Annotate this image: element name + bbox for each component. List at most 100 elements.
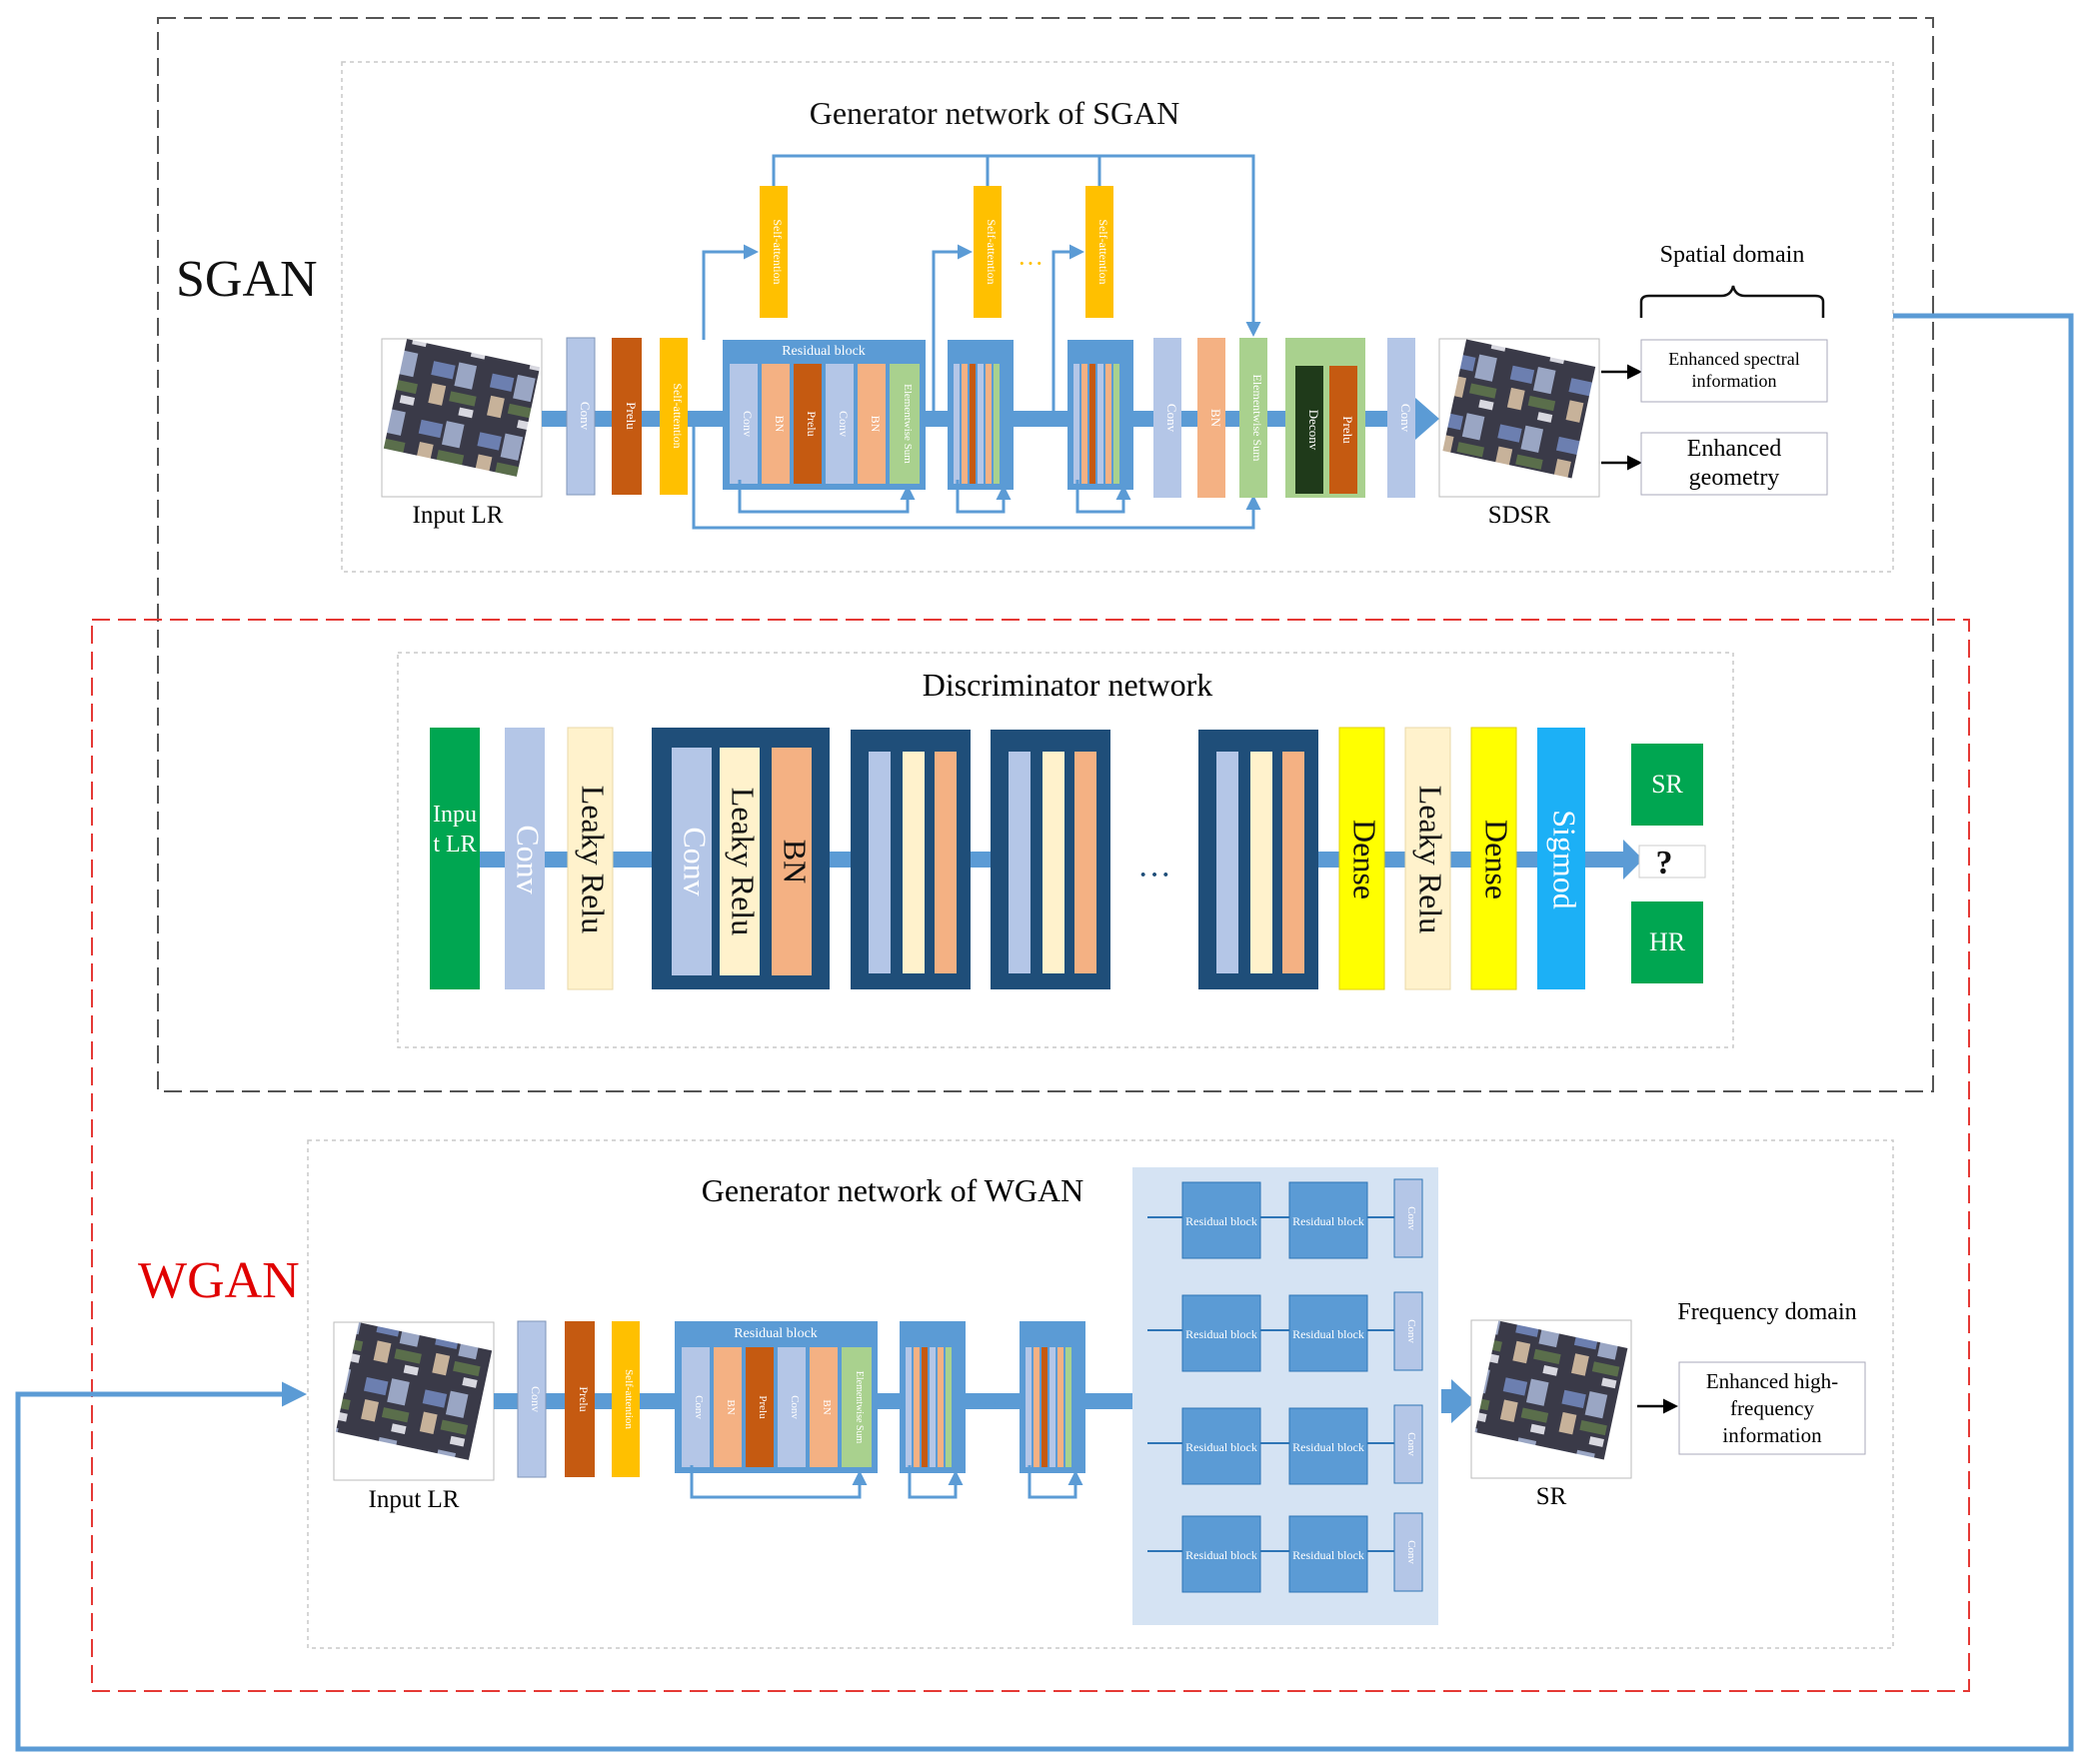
disc-dense-1-label: Dense [1347,820,1383,899]
panel-r1-b2: Residual block [1292,1214,1364,1228]
disc-block-4 [1198,730,1318,989]
wgan-rb-conv-1-label: Conv [693,1395,705,1419]
wgan-generator-title: Generator network of WGAN [702,1172,1083,1208]
sgan-output-image [1442,339,1596,479]
sgan-residual-compact-2 [1067,340,1133,490]
wgan-rb-bn-1 [714,1347,742,1467]
enhanced-spectral-text: Enhanced spectral information [1668,349,1800,391]
spatial-domain-brace [1639,285,1825,318]
sgan-compact-1-skip [956,480,1012,514]
wgan-compact-2-skip [1028,1465,1083,1499]
wgan-rb-skip [690,1465,868,1499]
sgan-long-skip [692,420,1261,530]
sgan-prelu-2 [1329,366,1357,494]
enhanced-spectral-box [1640,339,1828,403]
panel-r3-b2: Residual block [1292,1440,1364,1454]
sgan-conv-3 [1387,338,1415,498]
sgan-elementwise-sum [1239,338,1267,498]
sgan-input-label: Input LR [413,502,504,529]
decision-sr-label: SR [1651,770,1683,799]
sgan-rb-prelu [794,364,822,484]
wgan-block-panel [1132,1167,1438,1625]
sgan-self-attention-1-label: Self-attention [671,383,685,448]
sgan-bn-label: BN [1208,409,1223,428]
sgan-rb-conv-1 [730,364,758,484]
sgan-self-attention-top-1 [760,186,788,318]
panel-r1-b1: Residual block [1185,1214,1257,1228]
sgan-rb-bn-2 [858,364,886,484]
disc-input-label: Input LR [433,802,477,858]
sgan-bn [1197,338,1225,498]
disc-leaky-relu-1-label: Leaky Relu [576,786,612,933]
wgan-output-label: SR [1536,1483,1567,1510]
wgan-panel-row-1 [1147,1178,1423,1259]
sgan-generator-panel [341,61,1894,573]
sgan-generator-title: Generator network of SGAN [810,95,1180,131]
wgan-rb-bn-2-label: BN [821,1399,833,1414]
wgan-ellipsis: ··· [975,1388,1001,1417]
wgan-rb-sum-label: Elementwise Sum [854,1371,865,1444]
disc-block-1-bn [772,748,812,975]
sgan-prelu-1 [612,338,642,495]
panel-r2-b1: Residual block [1185,1327,1257,1341]
wgan-rb-prelu-label: Prelu [757,1395,769,1419]
wgan-prelu-label: Prelu [577,1386,591,1411]
decision-sr [1631,744,1703,826]
enhanced-high-frequency-box [1678,1361,1866,1455]
sgan-conv-3-label: Conv [1398,404,1413,433]
sgan-main-flow-head [1415,398,1439,440]
wgan-residual-block-label: Residual block [734,1326,818,1341]
wgan-conv-1 [517,1320,547,1478]
discriminator-panel [397,652,1734,1048]
disc-conv-1-label: Conv [511,825,547,893]
sgan-conv-1-label: Conv [578,402,593,431]
wgan-rb-prelu [746,1347,774,1467]
decision-hr-label: HR [1649,927,1686,956]
sgan-rb-bn-1 [762,364,790,484]
sgan-conv-1 [566,337,596,496]
wgan-generator-panel [307,1139,1894,1649]
sgan-rb-bn-2-label: BN [869,416,883,433]
frequency-domain-title: Frequency domain [1677,1299,1856,1325]
wgan-rb-sum [842,1347,872,1467]
disc-leaky-relu-1 [567,727,614,990]
wgan-rb-bn-2 [810,1347,838,1467]
decision-question: ? [1656,845,1673,882]
sgan-frame [157,17,1934,1092]
sgan-self-attention-top-2 [974,186,1002,318]
wgan-residual-compact-1 [900,1321,966,1473]
sgan-self-attention-top-3 [1085,186,1113,318]
panel-r4-b2: Residual block [1292,1548,1364,1562]
wgan-conv-1-label: Conv [529,1386,543,1412]
disc-ellipsis: ··· [1137,857,1171,893]
disc-leaky-relu-2 [1404,727,1451,990]
sgan-rb-conv-2 [826,364,854,484]
sgan-sa-in-3 [1051,244,1084,418]
sgan-rb-conv-2-label: Conv [837,411,851,437]
wgan-rb-conv-2 [778,1347,806,1467]
sgan-compact-2-skip [1075,480,1131,514]
panel-r4-b1: Residual block [1185,1548,1257,1562]
disc-dense-1 [1338,727,1385,990]
disc-dense-2 [1470,727,1517,990]
wgan-frame [91,619,1970,1692]
sgan-self-attention-top-2-label: Self-attention [985,219,999,284]
disc-gap [1110,830,1198,887]
disc-flow-head [1623,840,1643,880]
sgan-ellipsis: ··· [1023,405,1048,434]
sgan-output-label: SDSR [1488,502,1551,529]
wgan-rb-conv-1 [682,1347,710,1467]
panel-r3-b1: Residual block [1185,1440,1257,1454]
panel-r2-conv: Conv [1405,1319,1417,1343]
disc-input [430,728,480,989]
sgan-residual-block-label: Residual block [782,344,866,359]
wgan-rb-conv-2-label: Conv [789,1395,801,1419]
enhanced-geometry-box [1640,432,1828,496]
discriminator-title: Discriminator network [923,667,1213,703]
disc-dense-2-label: Dense [1479,820,1515,899]
sgan-prelu-1-label: Prelu [624,402,639,430]
feedback-loop-arrow [15,313,2074,1752]
disc-block-1-leaky [720,748,760,975]
sgan-rb-sum [890,364,920,484]
disc-block-1-conv [672,748,712,975]
